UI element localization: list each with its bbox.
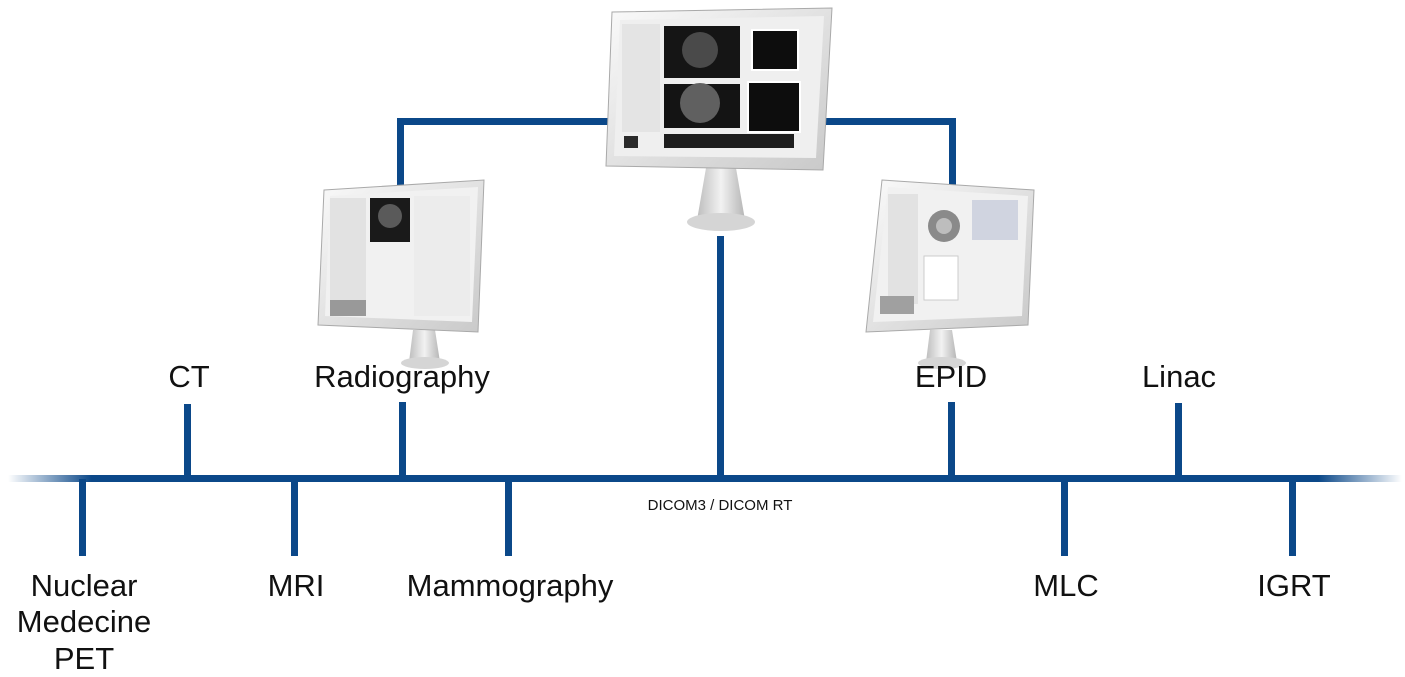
nuclear-medicine-connector <box>79 479 86 556</box>
linac-label: Linac <box>1141 359 1217 394</box>
server-connector <box>717 236 724 478</box>
radiography-label: Radiography <box>314 359 490 394</box>
ct-connector <box>184 404 191 478</box>
right-tree-vertical <box>949 118 956 190</box>
right-tree-horizontal <box>820 118 956 125</box>
medecine-line: Medecine <box>16 604 152 640</box>
bus-label: DICOM3 / DICOM RT <box>647 497 793 514</box>
ct-label: CT <box>168 359 210 394</box>
epid-connector <box>948 402 955 478</box>
nuclear-medicine-pet-label: Nuclear Medecine PET <box>17 568 151 677</box>
igrt-connector <box>1289 479 1296 556</box>
radiography-connector <box>399 402 406 478</box>
mammography-connector <box>505 479 512 556</box>
radiography-workstation <box>317 179 485 369</box>
mri-label: MRI <box>267 568 325 603</box>
mlc-connector <box>1061 479 1068 556</box>
dicom-bus-line <box>8 475 1402 482</box>
igrt-label: IGRT <box>1257 568 1331 603</box>
left-tree-vertical <box>397 118 404 190</box>
connector-lines <box>79 118 1296 556</box>
mammography-label: Mammography <box>406 568 614 603</box>
mlc-label: MLC <box>1033 568 1099 603</box>
pet-line: PET <box>53 640 115 676</box>
epid-workstation <box>865 179 1035 369</box>
mri-connector <box>291 479 298 556</box>
left-tree-horizontal <box>397 118 609 125</box>
central-server-monitor <box>605 7 833 231</box>
linac-connector <box>1175 403 1182 478</box>
nuclear-line: Nuclear <box>30 568 138 603</box>
epid-label: EPID <box>914 359 988 394</box>
